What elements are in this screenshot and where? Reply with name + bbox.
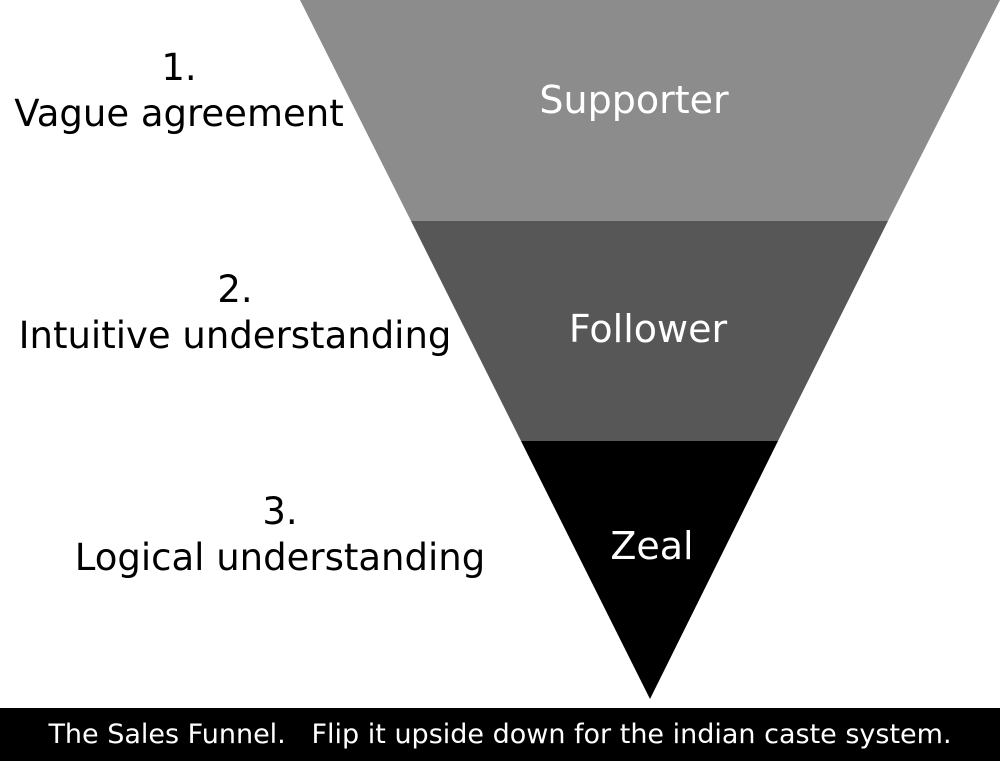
segment-label-supporter: Supporter (539, 78, 729, 122)
funnel-segment-middle (411, 221, 888, 441)
stage-1-number: 1. (161, 46, 197, 89)
stage-3-label: 3. Logical understanding (50, 489, 510, 581)
stage-1-text: Vague agreement (14, 92, 344, 135)
stage-2-number: 2. (217, 268, 253, 311)
funnel-diagram: Supporter Follower Zeal (300, 0, 1000, 699)
segment-label-zeal: Zeal (610, 524, 693, 568)
stage-3-text: Logical understanding (74, 536, 486, 579)
stage-3-number: 3. (262, 490, 298, 533)
caption-bar: The Sales Funnel. Flip it upside down fo… (0, 708, 1000, 761)
funnel-segment-bottom (521, 441, 778, 699)
segment-label-follower: Follower (569, 307, 728, 351)
stage-1-label: 1. Vague agreement (0, 45, 358, 137)
stage-2-label: 2. Intuitive understanding (0, 267, 470, 359)
stage-2-text: Intuitive understanding (18, 314, 452, 357)
funnel-segment-top (300, 0, 1000, 221)
